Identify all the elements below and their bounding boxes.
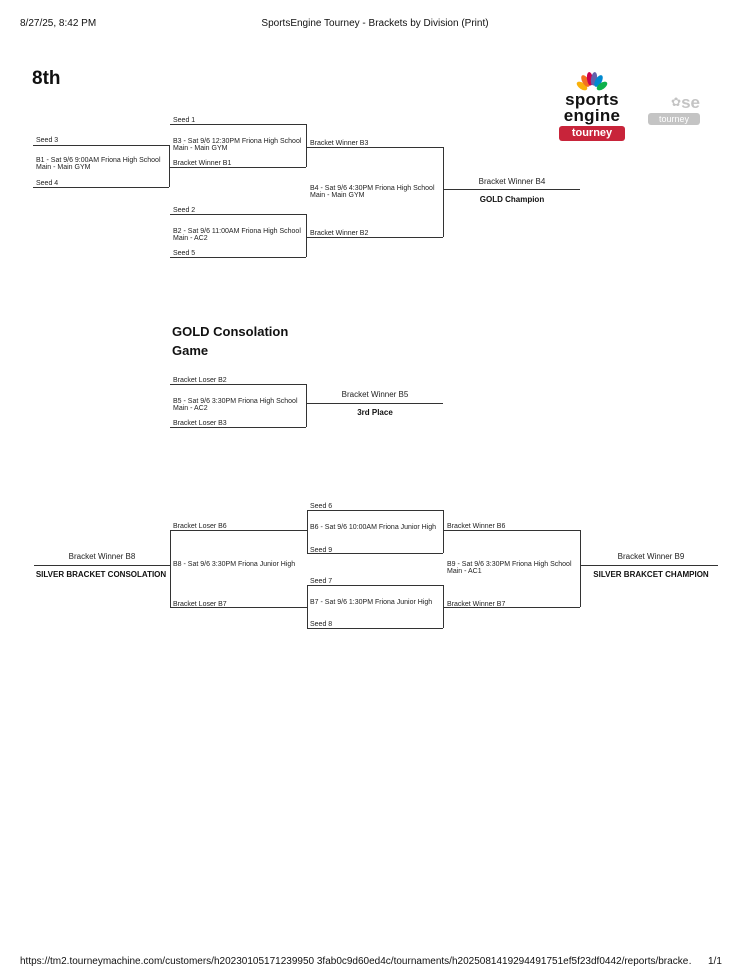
gold-champion-label: GOLD Champion [479,195,545,204]
winner-b1-label: Bracket Winner B1 [173,160,232,167]
seed-7-label: Seed 7 [310,578,333,585]
seed-3-label: Seed 3 [36,137,59,144]
seed-1-label: Seed 1 [173,117,196,124]
winner-b8-label: Bracket Winner B8 [68,552,136,561]
loser-b7-label: Bracket Loser B7 [173,601,227,608]
winner-b6-label: Bracket Winner B6 [447,523,506,530]
seed-4-label: Seed 4 [36,180,59,187]
loser-b3-label: Bracket Loser B3 [173,420,227,427]
game-b3: B3 - Sat 9/6 12:30PM Friona High School … [173,138,302,152]
game-b1: B1 - Sat 9/6 9:00AM Friona High School M… [36,157,161,171]
consolation-title-line1: GOLD Consolation [172,324,289,339]
peacock-icon [576,72,608,91]
winner-b7-label: Bracket Winner B7 [447,601,506,608]
print-title: SportsEngine Tourney - Brackets by Divis… [261,18,489,29]
sportsengine-tourney-logo: sports engine tourney [556,72,628,141]
loser-b2-label: Bracket Loser B2 [173,377,227,384]
seed-9-label: Seed 9 [310,547,333,554]
logo-word-sports: sports [565,90,619,109]
third-place-label: 3rd Place [357,408,393,417]
game-b9: B9 - Sat 9/6 3:30PM Friona High School M… [447,561,572,575]
loser-b6-label: Bracket Loser B6 [173,523,227,530]
winner-b4-label: Bracket Winner B4 [478,177,546,186]
se-tourney-badge: tourney [648,113,700,125]
winner-b9-label: Bracket Winner B9 [617,552,685,561]
seed-6-label: Seed 6 [310,503,333,510]
division-title: 8th [32,68,61,89]
print-datetime: 8/27/25, 8:42 PM [20,18,97,29]
page-number: 1/1 [708,956,722,967]
game-b8: B8 - Sat 9/6 3:30PM Friona Junior High [173,561,296,568]
winner-b5-label: Bracket Winner B5 [341,390,409,399]
game-b4: B4 - Sat 9/6 4:30PM Friona High School M… [310,185,435,199]
seed-8-label: Seed 8 [310,621,333,628]
se-mark: ✿se [671,93,700,112]
winner-b3-label: Bracket Winner B3 [310,140,369,147]
se-tourney-logo: ✿se tourney [648,94,700,125]
print-url: https://tm2.tourneymachine.com/customers… [20,956,692,967]
silver-champion-label: SILVER BRAKCET CHAMPION [593,570,709,579]
silver-consolation-label: SILVER BRACKET CONSOLATION [35,570,167,579]
game-b5: B5 - Sat 9/6 3:30PM Friona High School M… [173,398,298,412]
logo-tourney-badge: tourney [559,126,625,141]
consolation-title-line2: Game [172,343,209,358]
winner-b2-label: Bracket Winner B2 [310,230,369,237]
game-b2: B2 - Sat 9/6 11:00AM Friona High School … [173,228,301,242]
game-b6: B6 - Sat 9/6 10:00AM Friona Junior High [310,524,437,531]
logo-word-engine: engine [563,106,621,125]
seed-2-label: Seed 2 [173,207,196,214]
seed-5-label: Seed 5 [173,250,196,257]
game-b7: B7 - Sat 9/6 1:30PM Friona Junior High [310,599,433,606]
